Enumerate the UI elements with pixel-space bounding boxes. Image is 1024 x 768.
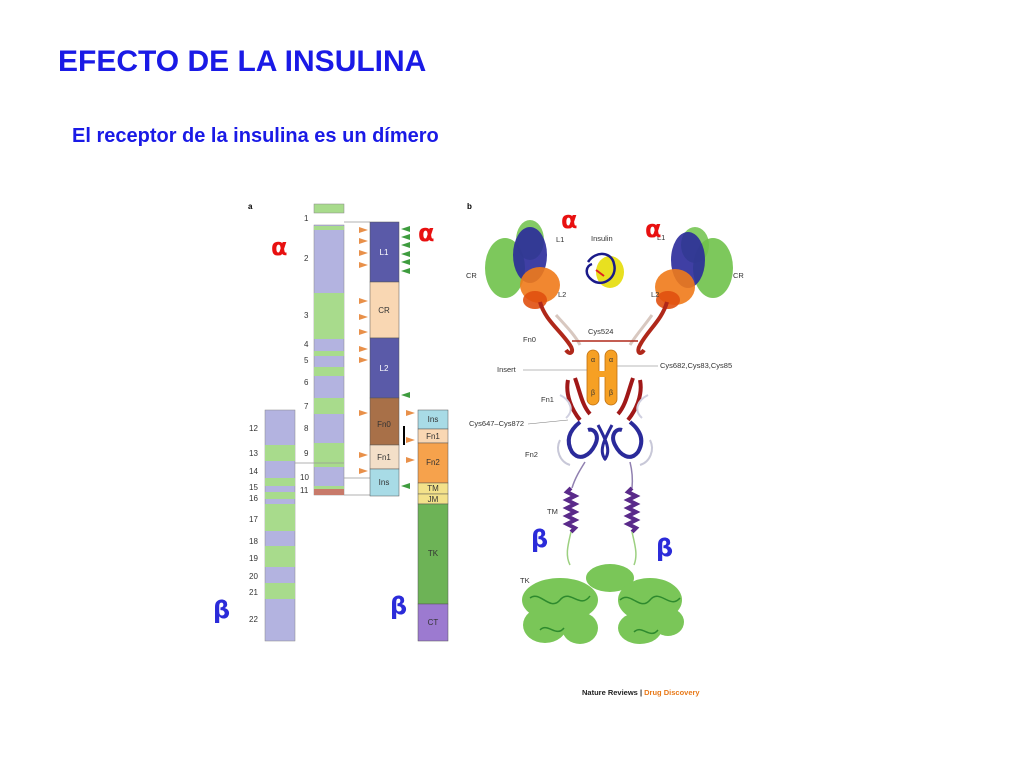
svg-text:Nature Reviews | Drug Discover: Nature Reviews | Drug Discovery [582, 688, 700, 697]
figure-credit: Nature Reviews | Drug Discovery [582, 688, 700, 697]
exon-number: 16 [249, 494, 258, 503]
exon-number: 11 [300, 486, 309, 495]
exon-number: 18 [249, 537, 258, 546]
fn2-label: Fn2 [525, 450, 538, 459]
linker-strands [571, 461, 634, 489]
domain-label: Fn1 [377, 453, 391, 462]
exon-number: 14 [249, 467, 258, 476]
domain-label: Fn2 [426, 458, 440, 467]
alpha-gene-bar [313, 203, 345, 496]
exon-number: 21 [249, 588, 258, 597]
domain-label: Fn0 [377, 420, 391, 429]
beta-gene-bar [264, 409, 296, 642]
exon-number: 3 [304, 311, 309, 320]
exon-number: 10 [300, 473, 309, 482]
exon-number: 8 [304, 424, 309, 433]
exon-number: 4 [304, 340, 309, 349]
slide-title: EFECTO DE LA INSULINA [58, 45, 427, 78]
fn0-domains [538, 301, 669, 355]
alpha-domain-bar [369, 221, 400, 497]
tk-label: TK [520, 576, 530, 585]
exon-number: 17 [249, 515, 258, 524]
fn2-domains [557, 420, 653, 466]
beta-symbol: β [531, 525, 548, 553]
exon-number: 1 [304, 214, 309, 223]
l1-right-label: L1 [657, 233, 665, 242]
insulin-label: Insulin [591, 234, 613, 243]
exon-number: 2 [304, 254, 309, 263]
domain-label: CT [428, 618, 439, 627]
insert-label: Insert [497, 365, 517, 374]
insert-alpha-label: α [591, 357, 595, 364]
beta-symbol: β [390, 592, 407, 620]
transmembrane-helices [562, 486, 641, 534]
exon-number: 7 [304, 402, 309, 411]
domain-label: TM [427, 484, 439, 493]
l2-right-label: L2 [651, 290, 659, 299]
insulin-molecule [585, 252, 624, 288]
alpha-symbol: α [418, 219, 435, 247]
l2-left-label: L2 [558, 290, 566, 299]
domain-label: CR [378, 306, 390, 315]
connector-lines [295, 221, 370, 496]
green-arrow-markers [401, 226, 410, 489]
fn1-domains [559, 377, 649, 422]
exon-number: 13 [249, 449, 258, 458]
beta-symbol: β [213, 596, 230, 624]
insert-domain [586, 349, 618, 406]
cr-right-label: CR [733, 271, 744, 280]
domain-label: TK [428, 549, 439, 558]
fn1-label: Fn1 [541, 395, 554, 404]
domain-label: JM [428, 495, 439, 504]
exon-number: 20 [249, 572, 258, 581]
cys647-label: Cys647–Cys872 [469, 419, 524, 428]
domain-label: Ins [379, 478, 390, 487]
panel-a-label: a [248, 202, 253, 211]
panel-b-label: b [467, 202, 472, 211]
orange-arrow-markers [359, 227, 368, 474]
domain-label: L1 [380, 248, 389, 257]
exon-number: 15 [249, 483, 258, 492]
fn0-label: Fn0 [523, 335, 536, 344]
insert-alpha-label: α [609, 357, 613, 364]
tm-label: TM [547, 507, 558, 516]
cys524-label: Cys524 [588, 327, 613, 336]
cr-left-label: CR [466, 271, 477, 280]
domain-label: Ins [428, 415, 439, 424]
exon-number: 19 [249, 554, 258, 563]
credit-separator: | [638, 688, 644, 697]
alpha-symbol: α [561, 206, 578, 234]
tyrosine-kinase-domains [522, 564, 684, 644]
alpha-symbol: α [645, 215, 662, 243]
exon-number: 12 [249, 424, 258, 433]
exon-number: 9 [304, 449, 309, 458]
cys682-label: Cys682,Cys83,Cys85 [660, 361, 732, 370]
left-alpha-head-structure [485, 220, 560, 309]
insert-beta-label: β [609, 390, 613, 397]
insert-beta-label: β [591, 390, 595, 397]
alpha-symbol: α [271, 233, 288, 261]
l1-left-label: L1 [556, 235, 564, 244]
right-alpha-head-structure [655, 227, 733, 309]
credit-section: Drug Discovery [644, 688, 700, 697]
beta-domain-bar [417, 409, 449, 642]
slide-subtitle: El receptor de la insulina es un dímero [72, 125, 439, 147]
exon-number: 22 [249, 615, 258, 624]
exon-number: 6 [304, 378, 309, 387]
domain-label: Fn1 [426, 432, 440, 441]
exon-number: 5 [304, 356, 309, 365]
credit-journal: Nature Reviews [582, 688, 638, 697]
domain-label: L2 [380, 364, 389, 373]
orange-arrow-markers-beta [406, 410, 415, 463]
beta-symbol: β [656, 534, 673, 562]
